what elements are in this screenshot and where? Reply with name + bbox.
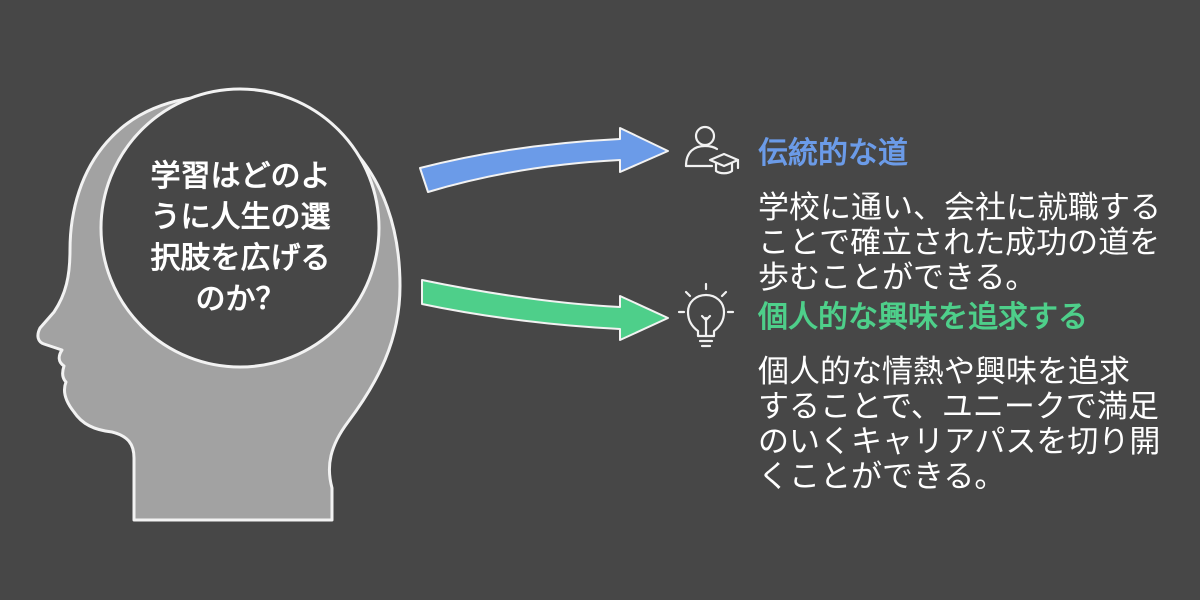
graduate-person-icon (684, 125, 740, 175)
description-line: 歩むことができる。 (758, 260, 1037, 296)
personal-interest-description: 個人的な情熱や興味を追求 することで、ユニークで満足 のいくキャリアパスを切り開… (758, 355, 1178, 495)
description-line: くことができる。 (758, 459, 1006, 495)
question-text: 学習はどのよ うに人生の選 択肢を広げる のか？ (128, 156, 353, 320)
question-line: 学習はどのよ (150, 159, 331, 194)
description-line: 学校に通い、会社に就職する (758, 190, 1161, 226)
description-line: 個人的な情熱や興味を追求 (758, 354, 1130, 390)
traditional-path-title: 伝統的な道 (758, 136, 908, 171)
question-line: 択肢を広げる (150, 241, 331, 276)
question-line: うに人生の選 (150, 200, 331, 235)
arrow-to-personal-interest (421, 279, 669, 341)
arrow-to-traditional-path (419, 127, 669, 193)
question-line: のか？ (195, 282, 286, 317)
description-line: のいくキャリアパスを切り開 (758, 424, 1161, 460)
traditional-path-description: 学校に通い、会社に就職する ことで確立された成功の道を 歩むことができる。 (758, 191, 1178, 296)
description-line: ことで確立された成功の道を (758, 225, 1161, 261)
question-circle (99, 87, 381, 369)
description-line: することで、ユニークで満足 (758, 389, 1159, 425)
lightbulb-icon (677, 282, 735, 348)
personal-interest-title: 個人的な興味を追求する (758, 300, 1088, 335)
